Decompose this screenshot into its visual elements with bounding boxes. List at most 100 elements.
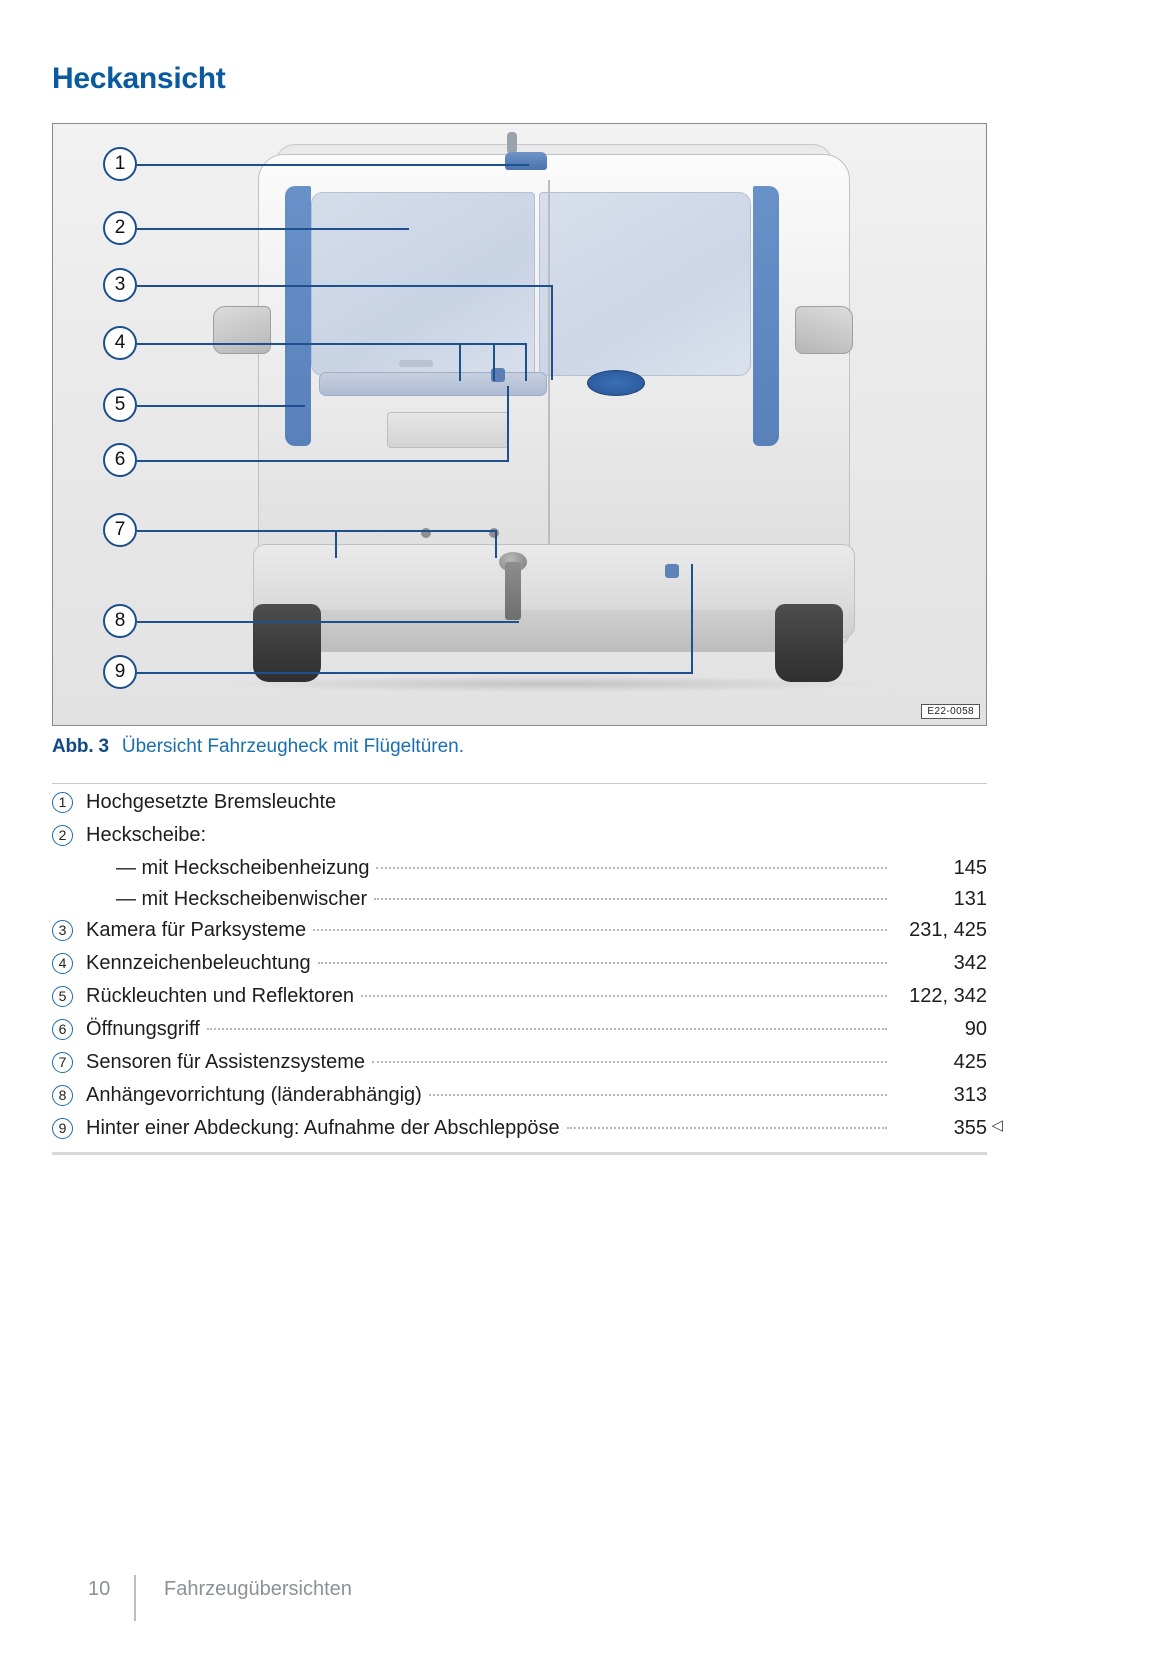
legend-row: 8 Anhängevorrichtung (länderabhängig) 313 [52, 1077, 987, 1110]
leader-dots [206, 1028, 887, 1030]
legend-row: 2 Heckscheibe: [52, 817, 987, 850]
callout-2[interactable]: 2 [103, 211, 137, 245]
callout-3[interactable]: 3 [103, 268, 137, 302]
legend-item-page[interactable]: 131 [953, 888, 987, 910]
high-mount-brake-light-shape [505, 152, 547, 170]
legend-item-number: 7 [52, 1050, 86, 1076]
legend-item-label: Kennzeichenbeleuchtung [86, 952, 311, 974]
vehicle-illustration: 1 2 3 4 5 6 7 8 9 E22-0058 [53, 124, 986, 725]
door-split-line [548, 180, 550, 580]
callout-6[interactable]: 6 [103, 443, 137, 477]
callout-7[interactable]: 7 [103, 513, 137, 547]
legend-bottom-rule [52, 1152, 987, 1155]
callout-8[interactable]: 8 [103, 604, 137, 638]
leader-dots [360, 995, 887, 997]
license-plate-recess-shape [387, 412, 509, 448]
legend-item-page[interactable]: 231, 425 [909, 919, 987, 941]
footer-divider [134, 1575, 136, 1621]
legend-item-label: Heckscheibe: [86, 824, 207, 846]
leader-line-4-drop-a [459, 343, 461, 381]
legend-item-page[interactable]: 313 [953, 1084, 987, 1106]
leader-dots [372, 1061, 887, 1063]
legend-item-label: Sensoren für Assistenzsysteme [86, 1051, 366, 1073]
leader-dots [317, 962, 887, 964]
figure-rear-view: 1 2 3 4 5 6 7 8 9 E22-0058 [52, 123, 987, 726]
leader-line-7-drop-b [495, 530, 497, 558]
legend-row: 4 Kennzeichenbeleuchtung 342 [52, 945, 987, 978]
legend-item-number: 9 [52, 1116, 86, 1142]
figure-caption-text: Übersicht Fahrzeugheck mit Flügeltüren. [121, 736, 465, 757]
leader-line-4 [137, 343, 527, 345]
callout-9[interactable]: 9 [103, 655, 137, 689]
legend-item-number: 1 [52, 790, 86, 816]
leader-line-6-drop [507, 386, 509, 461]
legend-item-label: Öffnungsgriff [86, 1018, 200, 1040]
leader-dots [374, 898, 887, 900]
license-plate-lamp-shape [399, 360, 433, 367]
circled-number-icon: 3 [52, 920, 73, 941]
leader-dots [566, 1127, 887, 1129]
circled-number-icon: 2 [52, 825, 73, 846]
brand-logo-shape [587, 370, 645, 396]
taillight-left-shape [285, 186, 311, 446]
leader-line-1 [137, 164, 529, 166]
legend-item-label: Kamera für Parksysteme [86, 919, 307, 941]
roof-antenna-icon [507, 132, 517, 154]
leader-line-4-drop-b [493, 343, 495, 381]
leader-line-2 [137, 228, 409, 230]
lower-bumper-shape [293, 610, 813, 652]
section-end-marker: ◁ [991, 1117, 1003, 1134]
mirror-left-shape [213, 306, 271, 354]
legend-item-page[interactable]: 425 [953, 1051, 987, 1073]
footer-section-title: Fahrzeugübersichten [164, 1577, 352, 1600]
leader-line-4-drop-c [525, 343, 527, 381]
legend-top-rule [52, 783, 987, 784]
leader-line-3-drop [551, 285, 553, 380]
leader-line-5 [137, 405, 305, 407]
figure-caption: Abb. 3 Übersicht Fahrzeugheck mit Flügelt… [52, 736, 464, 758]
rear-window-right-shape [539, 192, 751, 376]
legend-row: — mit Heckscheibenheizung 145 [52, 850, 987, 881]
leader-line-9-drop [691, 564, 693, 674]
legend-item-label: Hochgesetzte Bremsleuchte [86, 791, 337, 813]
wheel-right-shape [775, 604, 843, 682]
legend-item-page[interactable]: 90 [964, 1018, 987, 1040]
circled-number-icon: 7 [52, 1052, 73, 1073]
legend-item-label: — mit Heckscheibenheizung [116, 857, 370, 879]
legend-row: 7 Sensoren für Assistenzsysteme 425 [52, 1044, 987, 1077]
legend-item-label: Anhängevorrichtung (länderabhängig) [86, 1084, 422, 1106]
legend-item-page[interactable]: 145 [953, 857, 987, 879]
callout-4[interactable]: 4 [103, 326, 137, 360]
legend-item-label: Hinter einer Abdeckung: Aufnahme der Abs… [86, 1117, 560, 1139]
legend-item-page[interactable]: 355 [953, 1117, 987, 1139]
circled-number-icon: 4 [52, 953, 73, 974]
leader-dots [428, 1094, 887, 1096]
legend-item-number: 6 [52, 1017, 86, 1043]
legend-row: 9 Hinter einer Abdeckung: Aufnahme der Ab… [52, 1110, 1003, 1143]
circled-number-icon: 8 [52, 1085, 73, 1106]
tow-eye-cover-shape [665, 564, 679, 578]
leader-line-9 [137, 672, 693, 674]
figure-number: Abb. 3 [52, 736, 109, 757]
tow-hitch-shape [505, 562, 521, 620]
leader-dots [376, 867, 887, 869]
callout-1[interactable]: 1 [103, 147, 137, 181]
legend-item-label: Rückleuchten und Reflektoren [86, 985, 354, 1007]
circled-number-icon: 9 [52, 1118, 73, 1139]
legend-item-page[interactable]: 122, 342 [909, 985, 987, 1007]
legend-item-number: 8 [52, 1083, 86, 1109]
leader-line-7-drop-a [335, 530, 337, 558]
opening-handle-shape [319, 372, 547, 396]
legend-item-page[interactable]: 342 [953, 952, 987, 974]
callout-5[interactable]: 5 [103, 388, 137, 422]
figure-image-code: E22-0058 [921, 704, 980, 719]
parking-sensor-right-shape [489, 528, 499, 538]
page-title: Heckansicht [52, 62, 226, 95]
page-footer: 10 Fahrzeugübersichten [88, 1566, 352, 1621]
parking-sensor-left-shape [421, 528, 431, 538]
